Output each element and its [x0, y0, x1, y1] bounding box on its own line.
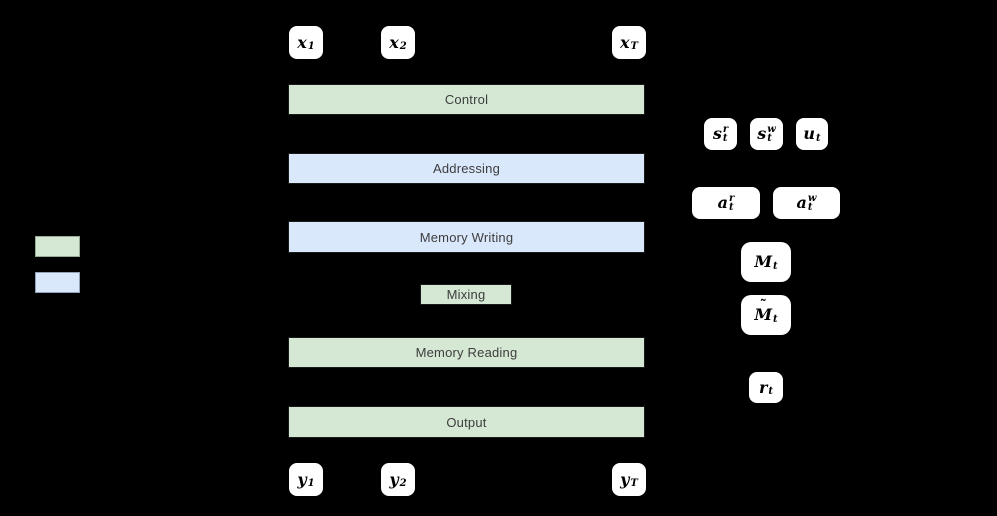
layer-memory-reading-label: Memory Reading: [415, 345, 518, 360]
layer-mixing: Mixing: [420, 284, 512, 305]
layer-memory-writing-label: Memory Writing: [419, 229, 514, 245]
layer-output: Output: [288, 406, 645, 438]
math-memory-matrix-tilde: M˜t: [754, 298, 778, 325]
legend-blue-swatch: [35, 272, 80, 293]
layer-memory-reading: Memory Reading: [288, 337, 645, 368]
layer-addressing-label: Addressing: [432, 161, 501, 176]
layer-mixing-label: Mixing: [446, 287, 486, 302]
legend-green-swatch: [35, 236, 80, 257]
layer-output-label: Output: [446, 414, 487, 430]
node-memory-matrix-tilde: M˜t: [741, 295, 791, 335]
layer-control: Control: [288, 84, 645, 115]
layer-memory-writing: Memory Writing: [288, 221, 645, 253]
layer-addressing: Addressing: [288, 153, 645, 184]
layer-control-label: Control: [444, 92, 489, 107]
